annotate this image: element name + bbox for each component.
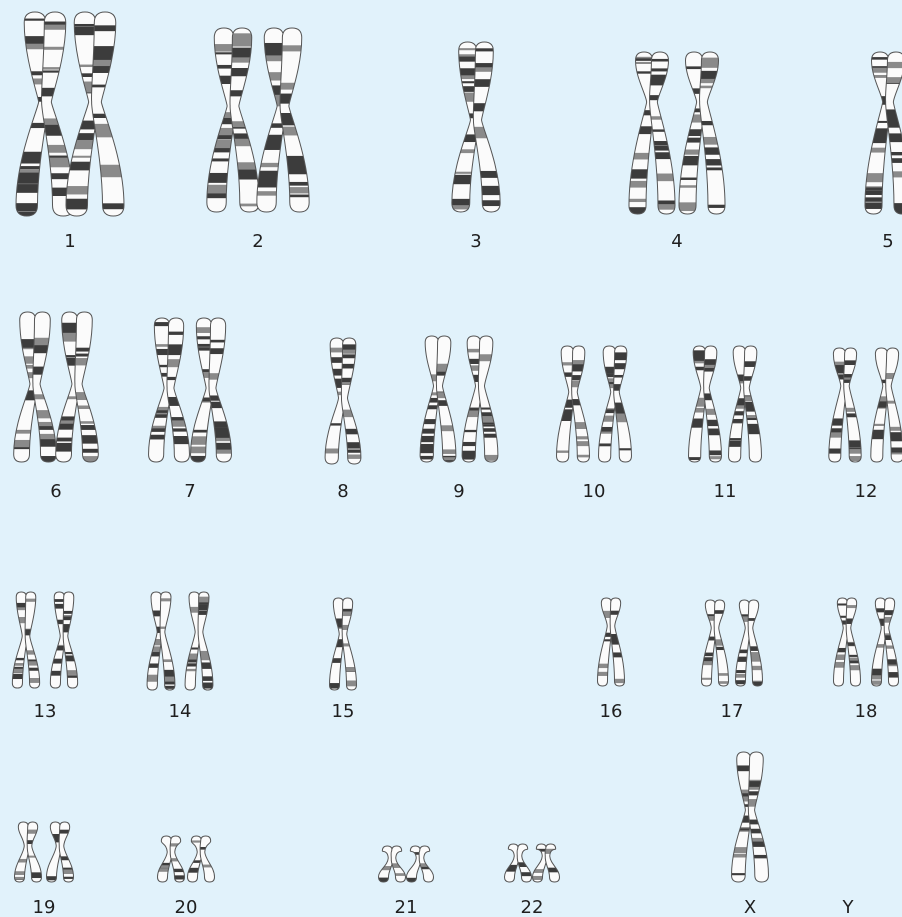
chromosome-label-6: 6 <box>50 482 61 502</box>
chromosome-pair-2 <box>173 28 343 212</box>
chromosome-pair-12 <box>785 348 902 462</box>
chromosome-label-15: 15 <box>332 702 355 722</box>
chromosome-pair-22 <box>458 844 606 882</box>
chromosome-pair-6 <box>0 312 137 465</box>
chromosome-label-x: X <box>744 898 756 917</box>
chromosome-label-22: 22 <box>521 898 544 917</box>
chromosome-label-8: 8 <box>337 482 348 502</box>
chromosome-pair-10 <box>513 346 675 462</box>
chromosome-label-7: 7 <box>184 482 195 502</box>
chromosome-label-13: 13 <box>34 702 57 722</box>
chromosome-pair-15 <box>283 598 403 690</box>
chromosome-copy <box>551 598 671 686</box>
chromosome-pair-4 <box>592 52 762 214</box>
chromosome-label-y: Y <box>843 898 854 917</box>
chromosome-pair-3 <box>416 42 536 212</box>
chromosome-pair-11 <box>645 346 805 462</box>
chromosome-pair-14 <box>101 592 259 690</box>
chromosome-label-19: 19 <box>33 898 56 917</box>
chromosome-label-21: 21 <box>395 898 418 917</box>
chromosome-copy <box>283 598 403 690</box>
chromosome-pair-18 <box>787 598 902 686</box>
chromosome-label-10: 10 <box>583 482 606 502</box>
chromosome-label-14: 14 <box>169 702 192 722</box>
chromosome-label-3: 3 <box>470 232 481 252</box>
chromosome-copy <box>690 752 810 882</box>
chromosome-pair-16 <box>551 598 671 686</box>
chromosome-label-17: 17 <box>721 702 744 722</box>
chromosome-pair-19 <box>0 822 120 882</box>
chromosome-pair-13 <box>0 592 124 688</box>
chromosome-copy <box>360 846 480 882</box>
chromosome-copy <box>0 822 88 882</box>
chromosome-copy <box>486 844 606 882</box>
chromosome-pair-17 <box>655 600 809 686</box>
chromosome-pair-20 <box>111 836 261 882</box>
chromosome-label-20: 20 <box>175 898 198 917</box>
chromosome-pair-x <box>690 752 810 882</box>
chromosome-label-12: 12 <box>855 482 878 502</box>
chromosome-pair-5 <box>828 52 902 214</box>
chromosome-pair-8 <box>283 338 403 464</box>
chromosome-label-5: 5 <box>882 232 893 252</box>
chromosome-pair-9 <box>378 336 540 462</box>
chromosome-label-2: 2 <box>252 232 263 252</box>
chromosome-label-18: 18 <box>855 702 878 722</box>
chromosome-copy <box>416 42 536 212</box>
chromosome-pair-7 <box>109 318 271 462</box>
chromosome-label-1: 1 <box>64 232 75 252</box>
chromosome-copy <box>283 338 403 464</box>
chromosome-label-4: 4 <box>671 232 682 252</box>
chromosome-pair-21 <box>332 846 480 883</box>
chromosome-pair-1 <box>0 12 155 216</box>
chromosome-label-9: 9 <box>453 482 464 502</box>
chromosome-copy <box>458 844 578 882</box>
chromosome-label-16: 16 <box>600 702 623 722</box>
chromosome-copy <box>828 52 902 214</box>
chromosome-label-11: 11 <box>714 482 737 502</box>
